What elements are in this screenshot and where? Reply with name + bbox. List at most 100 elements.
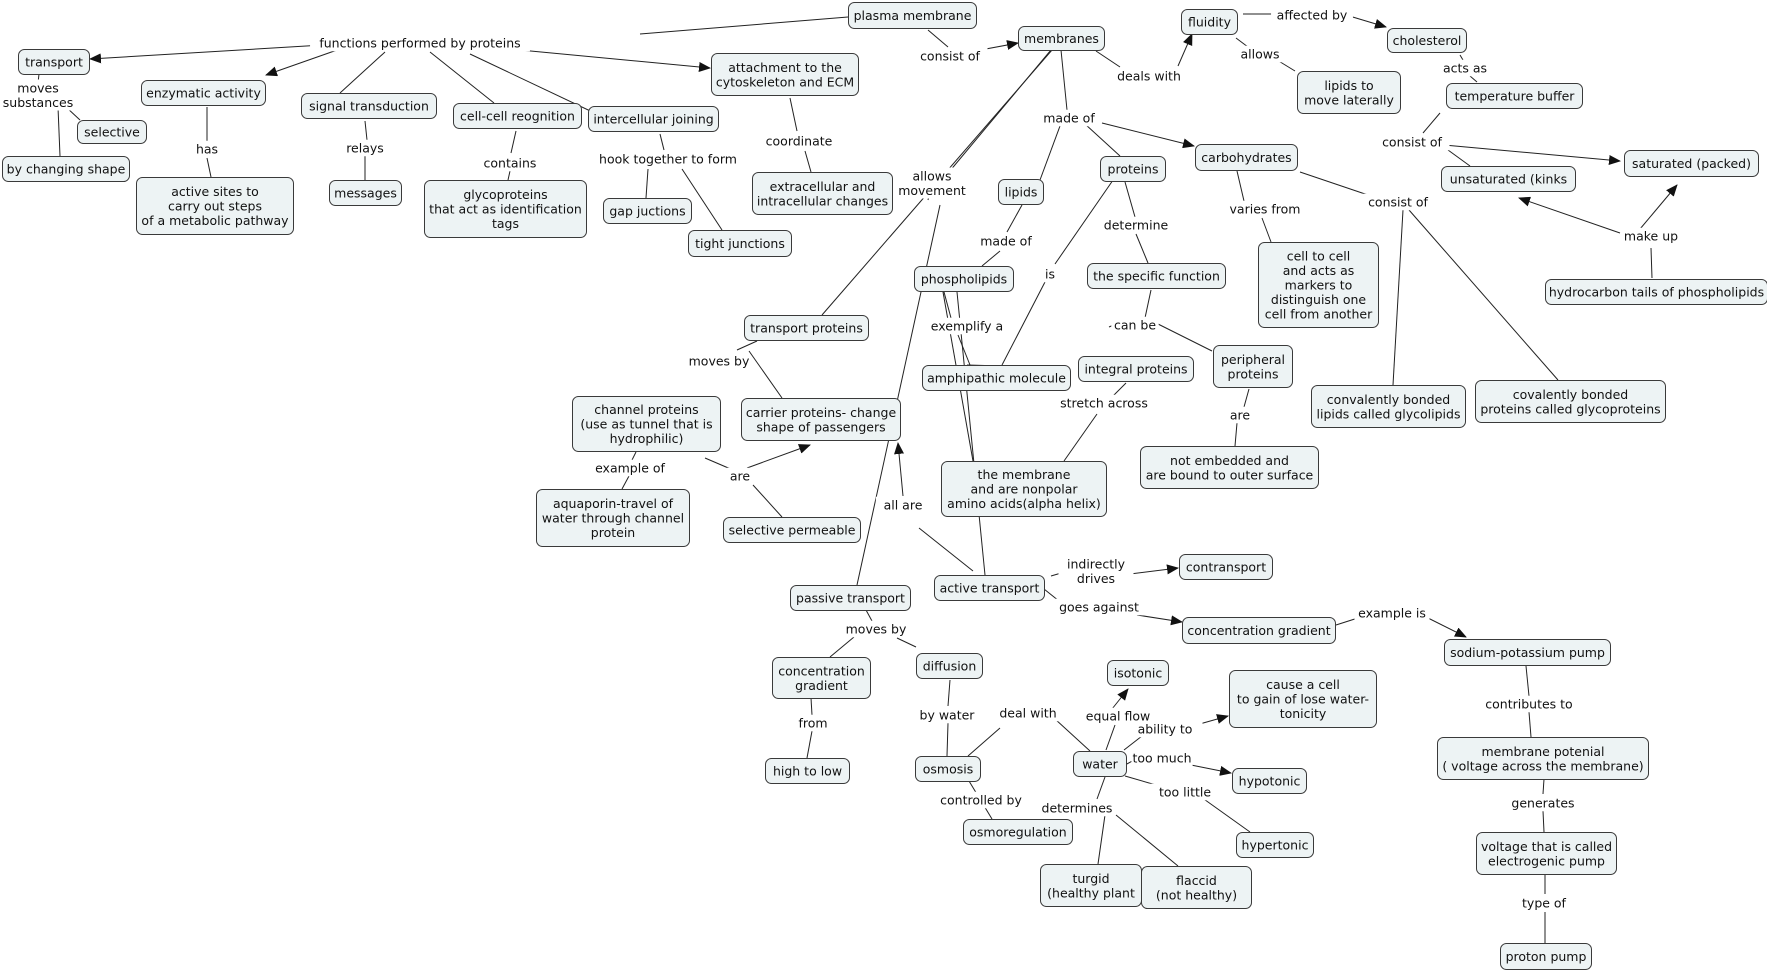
concept-node-signal: signal transduction <box>301 93 437 119</box>
text-line: unsaturated (kinks <box>1450 172 1567 187</box>
connector-line <box>510 130 517 154</box>
text-line: and acts as <box>1283 263 1355 278</box>
connector-line <box>1542 778 1545 795</box>
text-line: glycoproteins <box>463 187 547 202</box>
node-box <box>1073 751 1127 777</box>
text-line: diffusion <box>923 659 977 674</box>
concept-node-membranes: membranes <box>1018 26 1105 51</box>
concept-node-hydrocarbon: hydrocarbon tails of phospholipids <box>1545 279 1767 305</box>
node-box <box>588 106 719 132</box>
concept-node-channel: channel proteins(use as tunnel that ishy… <box>572 396 721 452</box>
connector-line <box>89 44 324 64</box>
concept-node-proton: proton pump <box>1500 943 1592 970</box>
concept-node-cholesterol: cholesterol <box>1387 28 1467 53</box>
text-line: allows <box>913 168 952 183</box>
text-line: goes against <box>1059 600 1139 615</box>
node-box <box>453 103 582 129</box>
text-line: deal with <box>999 706 1056 721</box>
link-label-contributes: contributes to <box>1477 695 1581 713</box>
connector-line <box>1112 382 1127 397</box>
connector-line <box>947 679 951 707</box>
text-line: lipids to <box>1324 78 1373 93</box>
connector-line <box>1236 170 1245 202</box>
text-line: moves by <box>846 622 907 637</box>
node-box <box>1018 26 1105 51</box>
text-line: amino acids(alpha helix) <box>947 496 1101 511</box>
node-box <box>915 756 981 782</box>
connector-line <box>1408 209 1559 381</box>
link-label-consist-of-1: consist of <box>912 47 988 65</box>
text-line: flaccid <box>1176 873 1217 888</box>
concept-node-changing-shape: by changing shape <box>2 156 130 182</box>
link-label-from: from <box>796 714 830 732</box>
connector-line <box>1105 724 1116 751</box>
concept-node-hypertonic: hypertonic <box>1236 832 1314 858</box>
link-label-consist-of-3: consist of <box>1360 193 1436 211</box>
text-line: water <box>1082 757 1118 772</box>
connector-line <box>1235 37 1249 48</box>
connector-line <box>752 484 783 518</box>
text-line: can be <box>1114 318 1156 333</box>
text-line: (healthy plant <box>1047 885 1135 900</box>
link-label-deals-with: deals with <box>1111 67 1187 85</box>
node-box <box>723 517 861 543</box>
concept-node-contransport: contransport <box>1179 554 1273 580</box>
node-box <box>1213 345 1293 388</box>
text-line: hydrophilic) <box>610 431 684 446</box>
concept-node-turgid: turgid(healthy plant <box>1040 864 1142 907</box>
text-line: has <box>196 142 218 157</box>
text-line: osmosis <box>923 762 973 777</box>
text-line: contains <box>484 156 537 171</box>
node-box <box>1195 144 1298 171</box>
link-label-moves-by-1: moves by <box>688 352 750 370</box>
link-label-type-of: type of <box>1516 894 1572 912</box>
connector-line <box>1392 209 1404 386</box>
text-line: consist of <box>1382 135 1442 150</box>
node-box <box>772 657 871 699</box>
text-line: hook together to form <box>599 152 737 167</box>
text-line: by changing shape <box>7 162 126 177</box>
connector-line <box>1447 149 1471 167</box>
connector-line <box>981 250 1001 267</box>
text-line: attachment to the <box>728 60 842 75</box>
concept-node-unsaturated: unsaturated (kinks <box>1441 166 1576 192</box>
text-line: type of <box>1522 896 1567 911</box>
link-label-too-much: too much <box>1131 749 1193 767</box>
connector-line <box>1153 321 1213 352</box>
text-line: signal transduction <box>309 99 429 114</box>
text-line: water through channel <box>542 511 684 526</box>
node-box <box>688 230 792 257</box>
connector-line <box>1060 49 1068 111</box>
node-box <box>1229 670 1377 728</box>
text-line: integral proteins <box>1084 362 1187 377</box>
connector-line <box>804 150 812 173</box>
link-label-relays: relays <box>341 139 389 157</box>
connector-line <box>1115 814 1179 867</box>
text-line: channel proteins <box>594 402 698 417</box>
text-line: plasma membrane <box>854 8 972 23</box>
concept-node-messages: messages <box>329 180 402 206</box>
concept-node-integral: integral proteins <box>1078 356 1194 382</box>
link-label-equal-flow: equal flow <box>1080 707 1156 725</box>
text-line: made of <box>980 234 1032 249</box>
connector-line <box>1650 247 1653 279</box>
connector-line <box>1123 735 1143 751</box>
concept-node-amphipathic: amphipathic molecule <box>922 365 1071 391</box>
node-box <box>1182 617 1336 644</box>
node-box <box>77 120 147 144</box>
node-box <box>1444 639 1611 666</box>
link-label-moves-by-2: moves by <box>845 620 907 638</box>
text-line: covalently bonded <box>1513 387 1628 402</box>
node-box <box>18 49 90 75</box>
text-line: the membrane <box>978 467 1071 482</box>
text-line: consist of <box>1368 195 1428 210</box>
node-box <box>572 396 721 452</box>
text-line: concentration gradient <box>1187 623 1330 638</box>
text-line: carbohydrates <box>1201 150 1291 165</box>
link-label-hook: hook together to form <box>592 150 744 168</box>
node-box <box>998 179 1044 205</box>
